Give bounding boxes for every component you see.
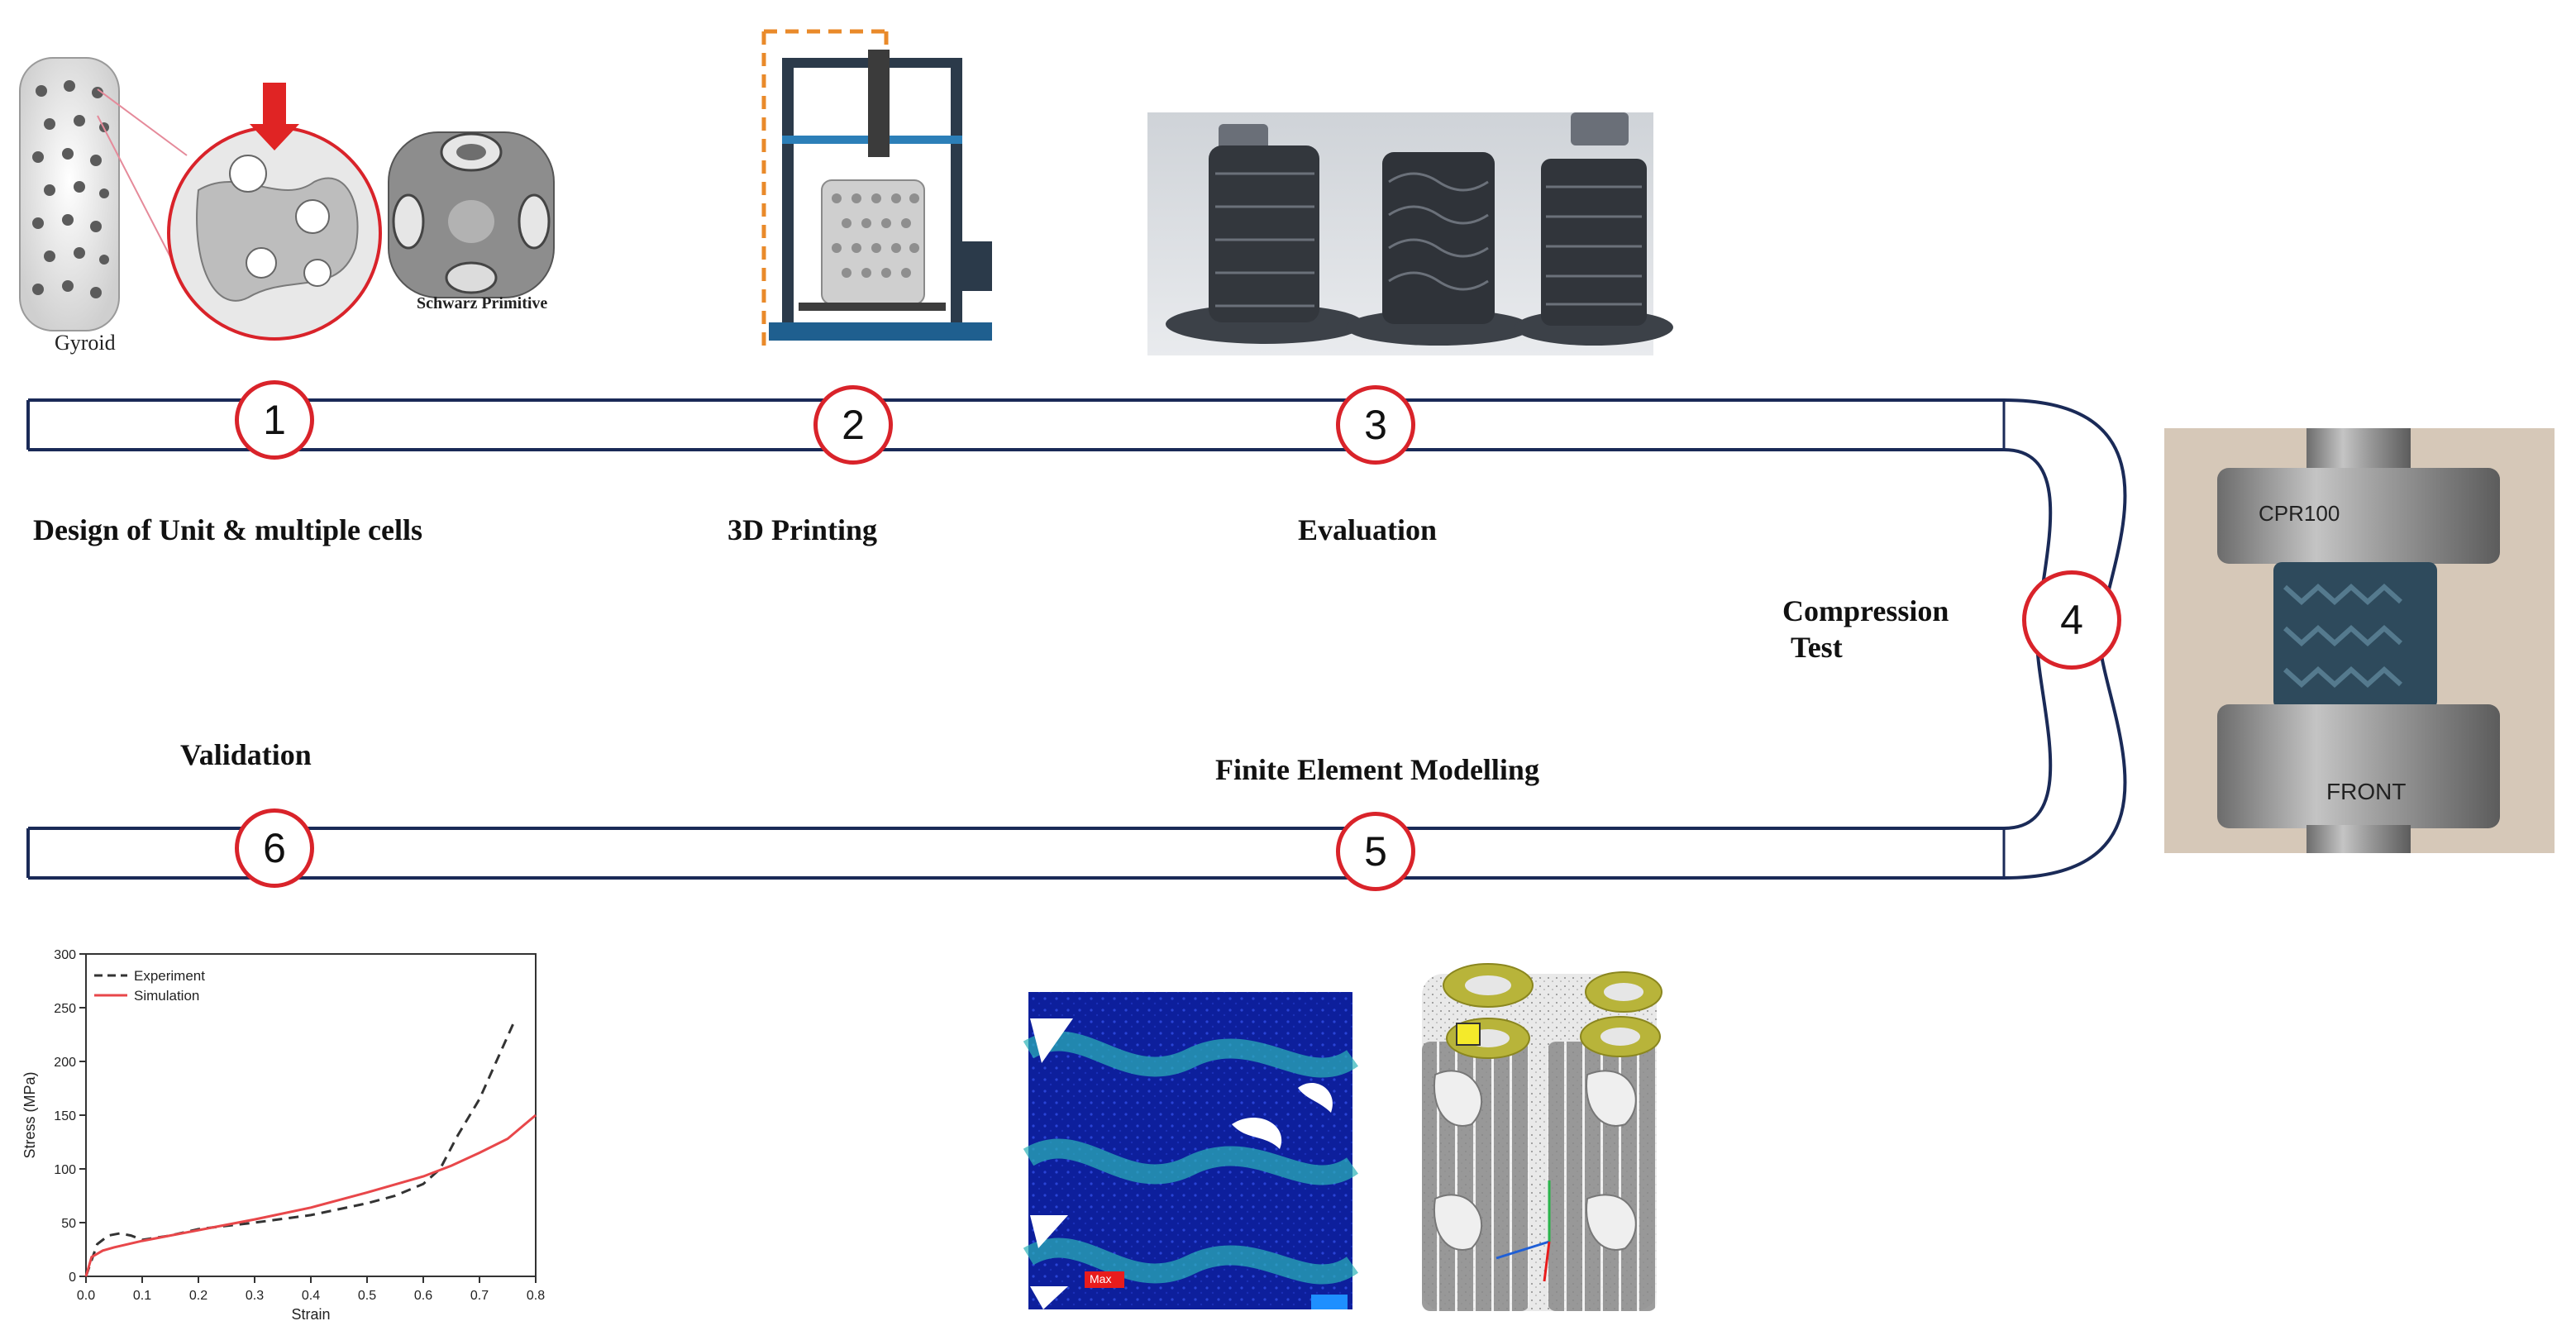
x-tick-label: 0.6 <box>414 1289 432 1303</box>
printer-illustration <box>761 29 992 354</box>
fem-max-label: Max <box>1090 1272 1112 1285</box>
top-platen <box>2217 468 2500 564</box>
legend-label-experiment: Experiment <box>134 968 205 984</box>
gyroid-caption: Gyroid <box>55 331 116 355</box>
sample-1 <box>1209 145 1319 322</box>
step-5-label: Finite Element Modelling <box>1215 753 1539 786</box>
printer-extruder <box>868 50 890 157</box>
step-2-circle: 2 <box>813 385 893 465</box>
y-tick-label: 100 <box>54 1163 76 1177</box>
bottom-platen <box>2217 704 2500 828</box>
step-3-circle: 3 <box>1336 385 1415 465</box>
printer-frame-left <box>782 58 794 331</box>
x-axis-label: Strain <box>291 1306 330 1321</box>
step-4-label-line1: Compression <box>1782 594 1949 627</box>
compression-photo <box>2164 428 2555 853</box>
x-tick-label: 0.2 <box>189 1289 208 1303</box>
legend-label-simulation: Simulation <box>134 988 199 1004</box>
step-6-circle: 6 <box>235 808 314 888</box>
sample-2 <box>1382 152 1495 324</box>
x-tick-label: 0.5 <box>358 1289 376 1303</box>
x-tick-label: 0.3 <box>246 1289 264 1303</box>
y-tick-label: 250 <box>54 1002 76 1016</box>
compression-specimen <box>2273 562 2437 709</box>
printer-base <box>769 322 992 341</box>
design-illustration <box>19 57 555 341</box>
evaluation-photo <box>1147 112 1673 355</box>
x-tick-label: 0.8 <box>527 1289 545 1303</box>
x-tick-label: 0.4 <box>302 1289 320 1303</box>
zoom-line-bottom <box>97 115 179 274</box>
x-tick-label: 0.7 <box>470 1289 489 1303</box>
validation-chart: 0.0 0.1 0.2 0.3 0.4 0.5 0.6 0.7 0.8 0 50 100 150 200 2… <box>21 948 545 1321</box>
x-tick-label: 0.1 <box>133 1289 151 1303</box>
chart-frame <box>85 953 537 1277</box>
x-tick-label: 0.0 <box>77 1289 95 1303</box>
step-5-circle: 5 <box>1336 812 1415 891</box>
sample-3 <box>1541 159 1647 326</box>
printer-bed <box>799 303 946 311</box>
top-platen-text: CPR100 <box>2259 501 2340 526</box>
axis-x-icon <box>1496 1240 1550 1260</box>
y-tick-label: 0 <box>69 1271 76 1285</box>
step-4-label-line2: Test <box>1791 631 1843 664</box>
step-4-circle: 4 <box>2022 570 2121 670</box>
y-axis-label: Stress (MPa) <box>21 1071 38 1158</box>
gyroid-holes <box>32 80 109 298</box>
y-tick-label: 50 <box>61 1217 76 1231</box>
load-arrow-icon <box>250 83 299 150</box>
printer-frame-right <box>951 58 962 331</box>
step-2-label: 3D Printing <box>727 513 878 546</box>
step-3-label: Evaluation <box>1298 513 1438 546</box>
fem-illustration <box>1023 963 1662 1311</box>
y-tick-label: 300 <box>54 948 76 962</box>
flow-path <box>26 398 2127 880</box>
fem-constraint-marker <box>1456 1023 1481 1046</box>
fem-max-tag <box>1085 1271 1124 1288</box>
y-tick-label: 150 <box>54 1109 76 1123</box>
zoom-line-top <box>97 88 188 156</box>
schwarz-caption: Schwarz Primitive <box>417 294 548 312</box>
step-1-label: Design of Unit & multiple cells <box>33 513 422 546</box>
y-tick-label: 200 <box>54 1056 76 1070</box>
step-6-label: Validation <box>180 738 312 771</box>
axis-z-icon <box>1543 1241 1551 1282</box>
printer-control-box <box>962 241 992 291</box>
series-simulation-line <box>84 1114 537 1277</box>
bottom-platen-text: FRONT <box>2326 779 2407 804</box>
step-1-circle: 1 <box>235 380 314 460</box>
